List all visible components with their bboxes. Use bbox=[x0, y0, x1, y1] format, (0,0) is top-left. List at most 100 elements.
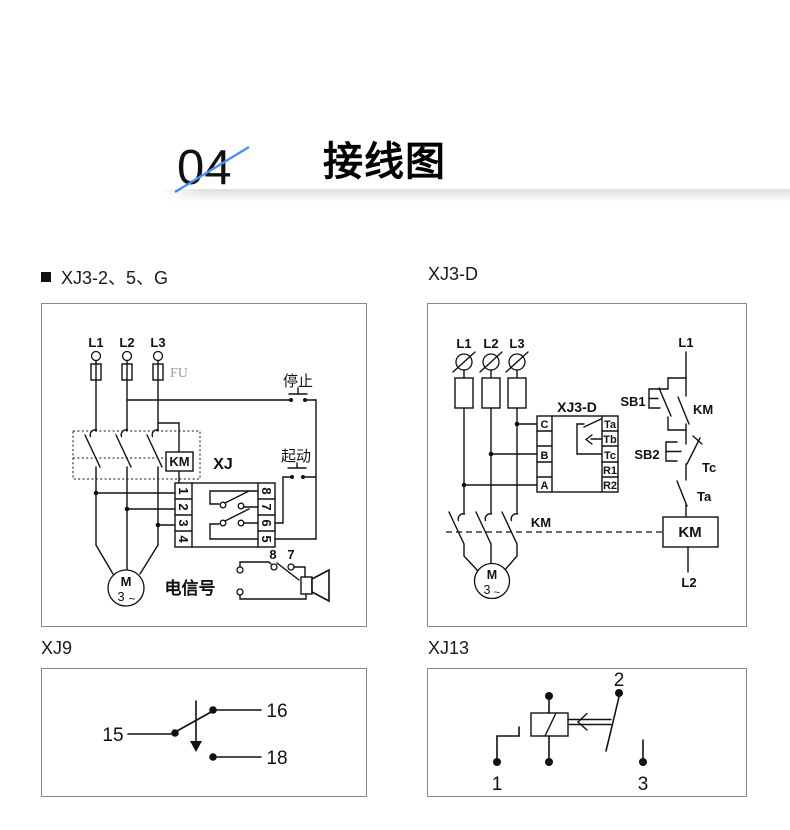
link-arrow-icon bbox=[576, 712, 588, 731]
terminal-18: 18 bbox=[266, 748, 287, 769]
fuse-icon bbox=[507, 377, 527, 409]
contact-blade-icon bbox=[658, 387, 672, 417]
nc-tick-icon bbox=[692, 435, 703, 445]
contact-hook-icon bbox=[484, 513, 493, 522]
km-coil-box bbox=[165, 451, 194, 472]
actuation-arrowhead-icon bbox=[190, 741, 202, 752]
label-L2: L2 bbox=[483, 336, 498, 351]
label-L3: L3 bbox=[509, 336, 524, 351]
phase-input-lines: L1 L2 L3 FU bbox=[88, 335, 188, 575]
motor-M: M bbox=[487, 568, 497, 582]
fuse-icon bbox=[152, 363, 164, 381]
diagram-frame-xj9: 15 16 18 bbox=[41, 668, 367, 797]
label-SB2: SB2 bbox=[634, 447, 659, 462]
phase-input-lines: L1 L2 L3 bbox=[452, 336, 538, 515]
contact-blade-icon bbox=[224, 490, 250, 504]
motor-symbol: M 3 ~ bbox=[107, 569, 145, 607]
coil-terminal-dot-icon bbox=[545, 692, 553, 700]
contact-dot-icon bbox=[639, 758, 647, 766]
contact-blade-icon bbox=[605, 696, 620, 752]
terminal-A: A bbox=[541, 480, 549, 492]
contact-blade-icon bbox=[115, 434, 132, 468]
xj-relay-box: XJ 1 2 3 4 8 7 6 5 bbox=[174, 456, 276, 548]
terminal-5: 5 bbox=[259, 535, 274, 542]
coil-terminal-dot-icon bbox=[545, 758, 553, 766]
wiring-diagram-xj9: 15 16 18 bbox=[102, 700, 288, 769]
section-label-xj13: XJ13 bbox=[428, 638, 469, 659]
motor-symbol: M 3 ~ bbox=[473, 562, 511, 600]
terminal-slash-icon bbox=[479, 351, 503, 373]
label-stop: 停止 bbox=[283, 373, 313, 390]
contact-blade-icon bbox=[475, 511, 492, 545]
terminal-circle-icon bbox=[121, 350, 133, 362]
terminal-circle-icon bbox=[90, 350, 102, 362]
motor-3: 3 bbox=[117, 589, 124, 604]
label-ctl-L2: L2 bbox=[681, 575, 696, 590]
section-label-text: XJ13 bbox=[428, 638, 470, 658]
contact-arrow-icon bbox=[584, 434, 593, 445]
km-coil-box bbox=[662, 516, 719, 548]
label-KM-coil: KM bbox=[678, 524, 701, 541]
contact-hook-icon bbox=[510, 513, 519, 522]
terminal-slash-icon bbox=[505, 351, 529, 373]
wiring-diagram-xj3-25g: L1 L2 L3 FU bbox=[72, 335, 330, 607]
fuse-icon bbox=[121, 363, 133, 381]
section-label-xj3d: XJ3-D bbox=[428, 264, 478, 285]
coil-slash-icon bbox=[544, 712, 557, 737]
terminal-R2: R2 bbox=[603, 480, 617, 492]
terminal-R1: R1 bbox=[603, 465, 617, 477]
contact-blade-icon bbox=[583, 418, 602, 428]
diagram-frame-xj13: 2 1 3 bbox=[427, 668, 747, 797]
relay-coil-and-contact: 2 1 3 bbox=[492, 670, 649, 795]
wiring-diagram-xj13: 2 1 3 bbox=[492, 670, 649, 795]
header-shadow-divider bbox=[158, 189, 790, 202]
motor-M: M bbox=[121, 574, 132, 589]
label-start: 起动 bbox=[281, 448, 311, 465]
contact-blade-icon bbox=[176, 711, 212, 732]
label-L2: L2 bbox=[119, 335, 134, 350]
terminal-3: 3 bbox=[176, 519, 191, 526]
motor-tilde: ~ bbox=[494, 587, 500, 599]
slash-decoration-icon bbox=[174, 145, 250, 194]
terminal-3: 3 bbox=[638, 774, 649, 795]
terminal-1: 1 bbox=[176, 487, 191, 494]
label-Ta-contact: Ta bbox=[697, 489, 712, 504]
contact-blade-icon bbox=[676, 480, 688, 507]
label-KM: KM bbox=[169, 454, 189, 469]
terminal-1: 1 bbox=[492, 774, 503, 795]
contact-blade-icon bbox=[146, 434, 163, 468]
coil-box-icon bbox=[530, 712, 569, 737]
section-label-text: XJ3-2、5、G bbox=[61, 268, 169, 288]
contact-hook-icon bbox=[151, 429, 160, 438]
signal-terminal-7: 7 bbox=[287, 547, 294, 562]
control-circuit: L1 SB1 KM SB2 Tc Ta KM L2 bbox=[620, 335, 719, 590]
label-L1: L1 bbox=[456, 336, 471, 351]
fuse-icon bbox=[90, 363, 102, 381]
contact-blade-icon bbox=[224, 508, 250, 522]
xj3d-relay-box: XJ3-D C B A Ta Tb Tc R1 R2 bbox=[536, 399, 619, 493]
fuse-icon bbox=[481, 377, 501, 409]
changeover-contact: 15 16 18 bbox=[102, 700, 288, 769]
section-label-text: XJ9 bbox=[41, 638, 73, 658]
contact-hook-icon bbox=[457, 513, 466, 522]
diagram-frame-xj3-25g: L1 L2 L3 FU bbox=[41, 303, 367, 627]
motor-tilde: ~ bbox=[128, 592, 135, 606]
box-label: XJ3-D bbox=[557, 399, 597, 415]
terminal-6: 6 bbox=[259, 519, 274, 526]
label-signal: 电信号 bbox=[165, 578, 216, 598]
label-KM-aux: KM bbox=[693, 402, 713, 417]
label-ctl-L1: L1 bbox=[678, 335, 693, 350]
terminal-Tb: Tb bbox=[603, 434, 617, 446]
terminal-B: B bbox=[541, 450, 549, 462]
km-coil: KM bbox=[157, 422, 194, 484]
terminal-2: 2 bbox=[176, 503, 191, 510]
fuse-icon bbox=[454, 377, 474, 409]
contact-blade-icon bbox=[677, 396, 690, 425]
contactor-dotted-box bbox=[72, 429, 201, 480]
page-title: 接线图 bbox=[323, 140, 446, 184]
section-number-graphic: 04 bbox=[174, 141, 250, 195]
terminal-15: 15 bbox=[102, 725, 123, 746]
terminal-8: 8 bbox=[259, 487, 274, 494]
contact-blade-icon bbox=[84, 434, 101, 468]
